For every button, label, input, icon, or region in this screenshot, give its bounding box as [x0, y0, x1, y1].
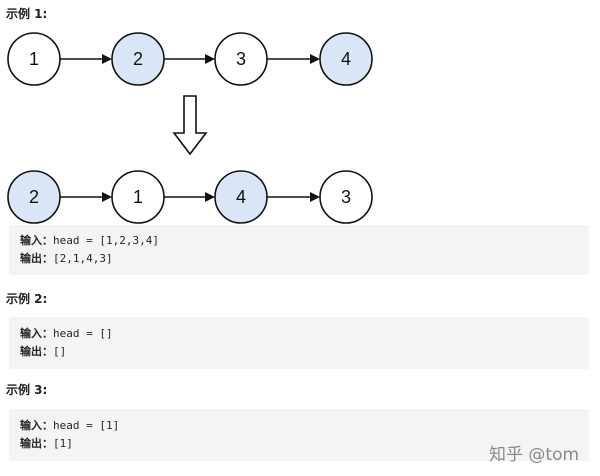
arrow-head-icon: [310, 54, 320, 64]
before-node-circle: [111, 32, 165, 86]
input-label: 输入：: [20, 327, 53, 340]
arrow-head-icon: [102, 192, 112, 202]
output-label: 输出：: [20, 252, 53, 265]
input-label: 输入：: [20, 419, 53, 432]
input-value: head = [1]: [53, 419, 120, 432]
list-before: 1 2 3 4: [7, 32, 373, 86]
down-arrow-icon: [172, 95, 208, 156]
example-3-code-block: 输入：head = [1] 输出：[1]: [9, 409, 589, 461]
output-value: [2,1,4,3]: [53, 252, 113, 265]
arrow-head-icon: [205, 192, 215, 202]
example-3-heading: 示例 3:: [6, 383, 48, 397]
input-label: 输入：: [20, 234, 53, 247]
arrow-head-icon: [102, 54, 112, 64]
after-node-value: 4: [236, 187, 246, 207]
output-line: 输出：[1]: [20, 435, 589, 453]
example-1-heading: 示例 1:: [6, 7, 48, 21]
after-node-value: 1: [133, 187, 143, 207]
input-line: 输入：head = [1,2,3,4]: [20, 232, 589, 250]
output-label: 输出：: [20, 345, 53, 358]
example-2-heading: 示例 2:: [6, 292, 48, 306]
input-line: 输入：head = []: [20, 325, 589, 343]
before-node-circle: [7, 32, 61, 86]
input-value: head = []: [53, 327, 113, 340]
before-node-value: 2: [133, 49, 143, 69]
linked-list-diagram: 1 2 3 4 2 1 4 3: [7, 32, 373, 224]
after-node-value: 3: [341, 187, 351, 207]
after-node-circle: [111, 170, 165, 224]
example-1-code-block: 输入：head = [1,2,3,4] 输出：[2,1,4,3]: [9, 225, 589, 275]
after-node-value: 2: [29, 187, 39, 207]
output-value: [1]: [53, 437, 73, 450]
input-line: 输入：head = [1]: [20, 417, 589, 435]
output-value: []: [53, 345, 67, 358]
input-value: head = [1,2,3,4]: [53, 234, 159, 247]
output-line: 输出：[2,1,4,3]: [20, 250, 589, 268]
list-after: 2 1 4 3: [7, 170, 373, 224]
watermark: 知乎 @tom: [489, 445, 580, 465]
before-node-circle: [214, 32, 268, 86]
after-node-circle: [7, 170, 61, 224]
after-node-circle: [214, 170, 268, 224]
arrow-head-icon: [310, 192, 320, 202]
before-node-circle: [319, 32, 373, 86]
before-node-value: 3: [236, 49, 246, 69]
output-label: 输出：: [20, 437, 53, 450]
output-line: 输出：[]: [20, 343, 589, 361]
before-node-value: 4: [341, 49, 351, 69]
after-node-circle: [319, 170, 373, 224]
before-node-value: 1: [29, 49, 39, 69]
arrow-head-icon: [205, 54, 215, 64]
example-2-code-block: 输入：head = [] 输出：[]: [9, 317, 589, 369]
